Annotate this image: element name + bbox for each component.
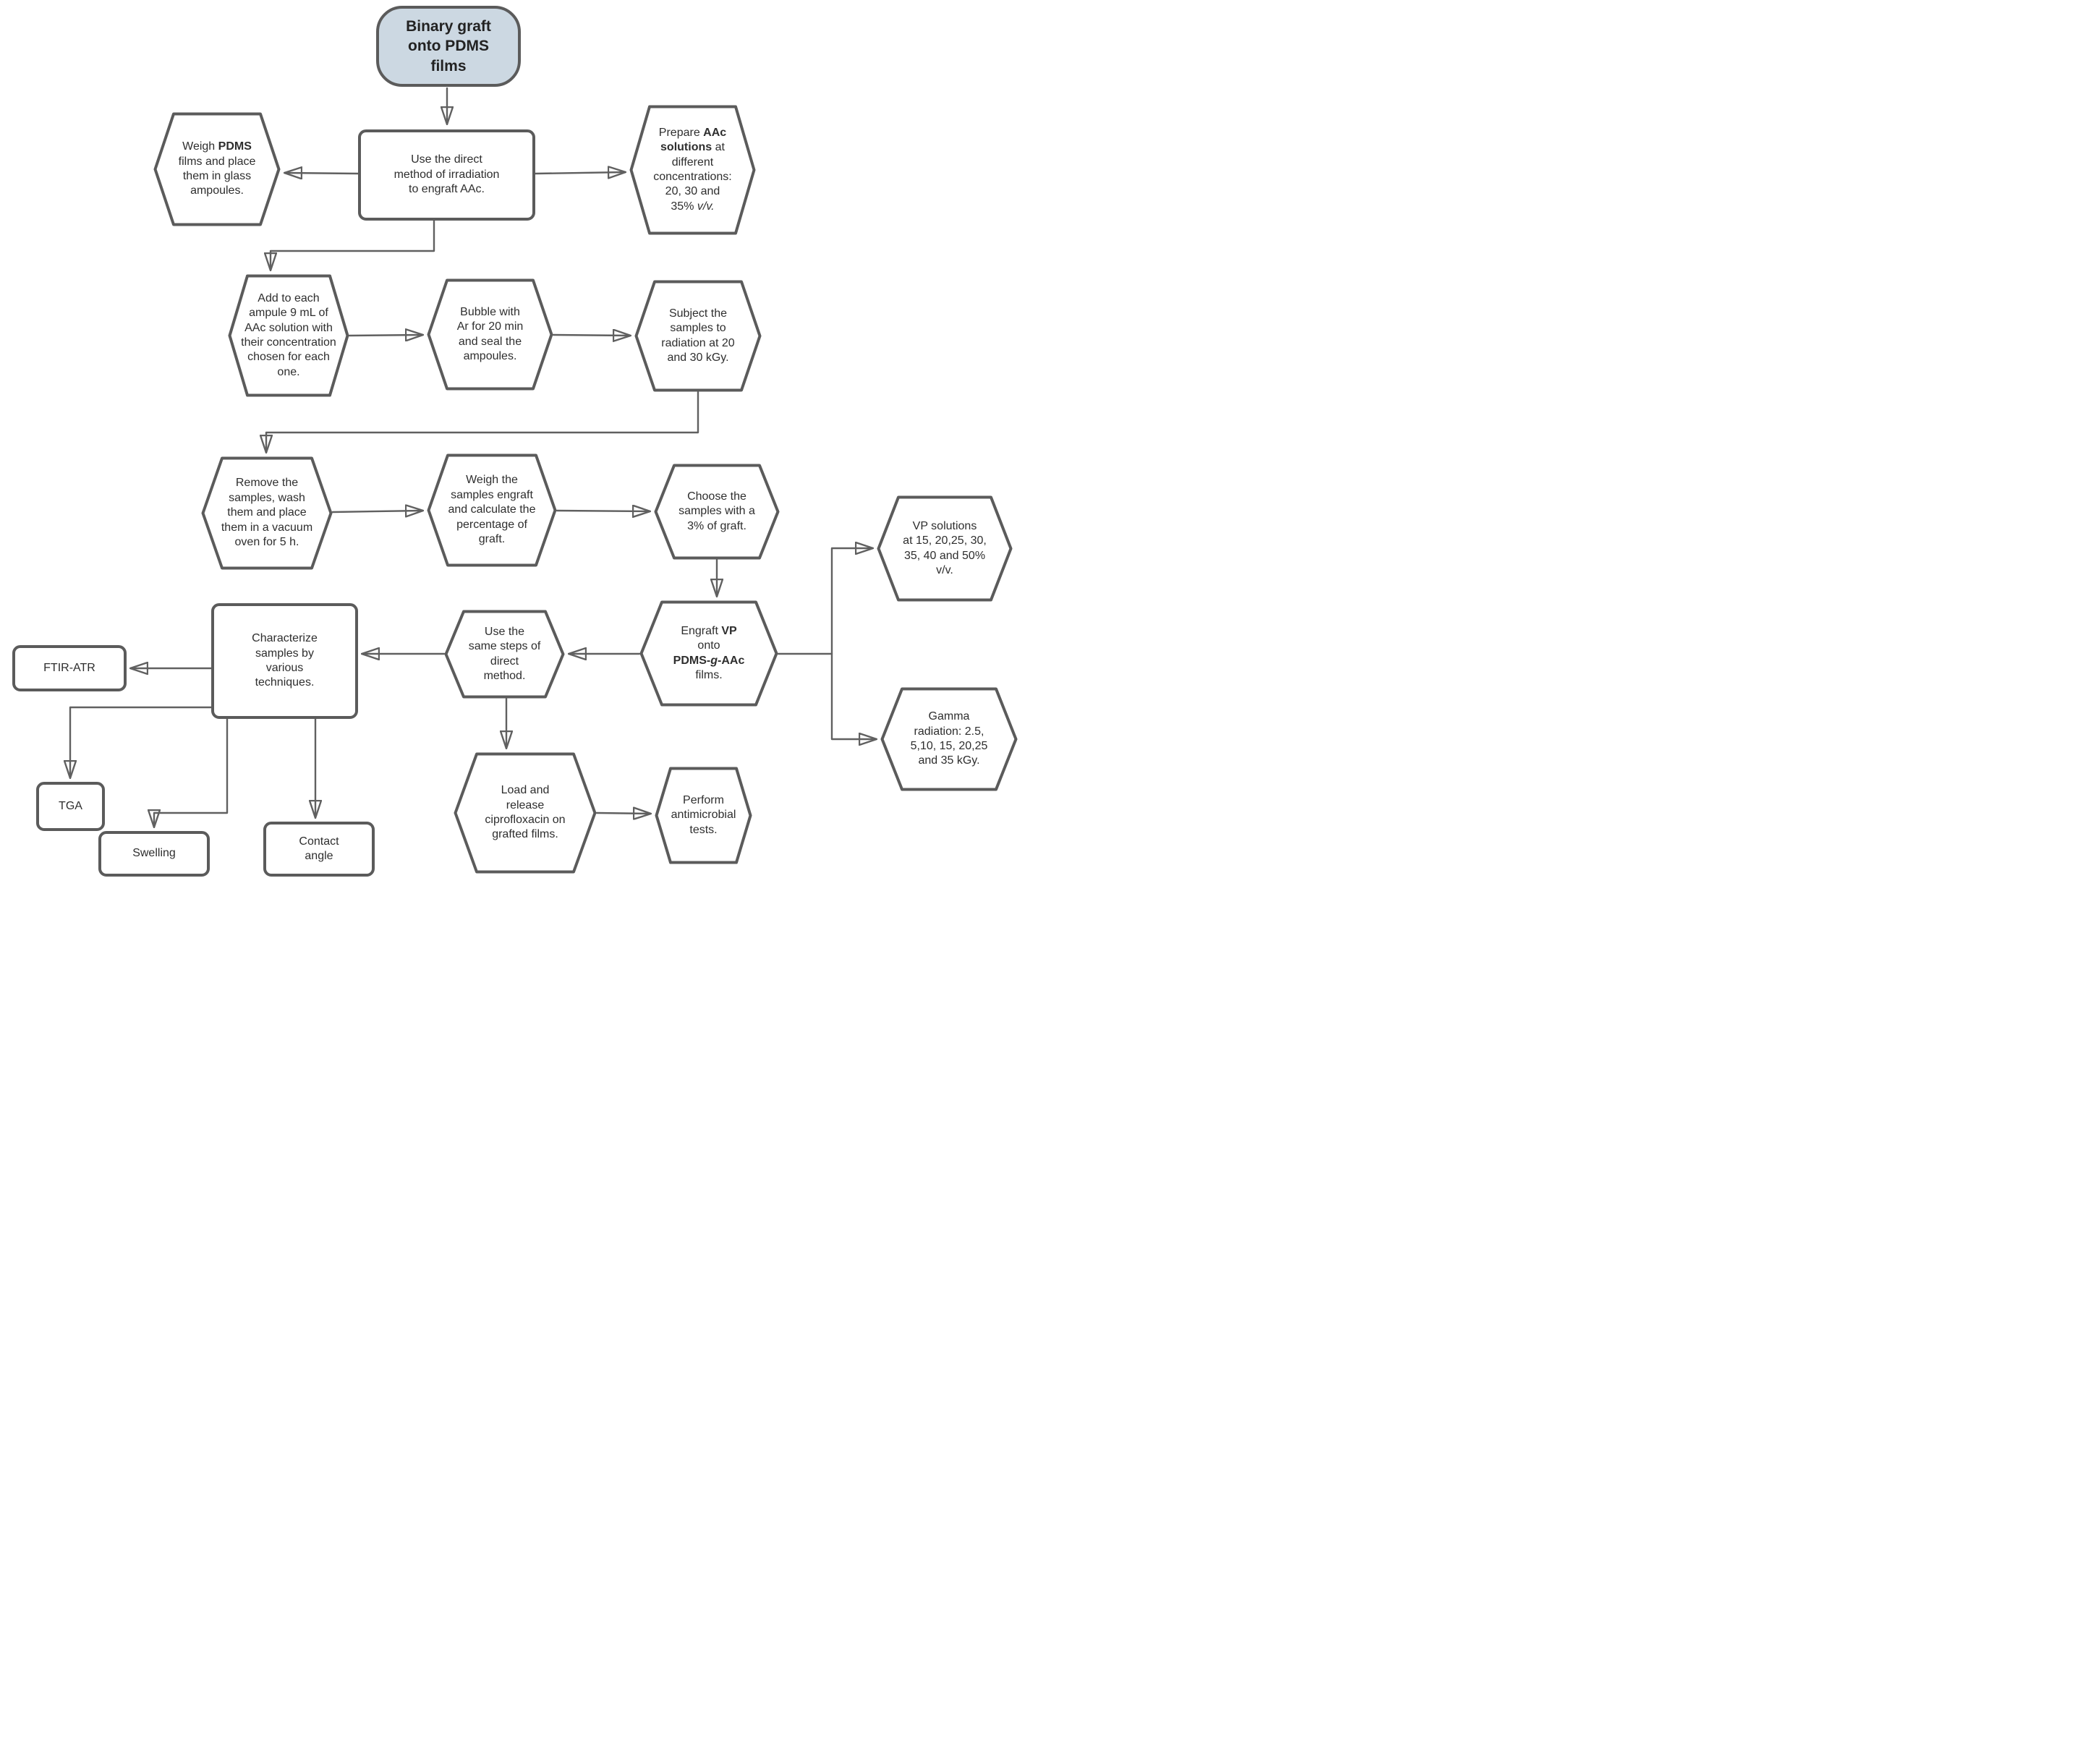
node-load-release-ciprofloxacin: Load and release ciprofloxacin on grafte… [454, 752, 597, 874]
hexagon-outline [639, 600, 778, 707]
hexagon-outline [444, 610, 565, 699]
connector-engraft-to-vp-solutions [777, 548, 872, 655]
hexagon-outline [228, 274, 349, 397]
node-label: Perform antimicrobial tests. [671, 793, 736, 836]
connector-characterize-to-swelling [154, 717, 229, 827]
node-label: Remove the samples, wash them and place … [221, 477, 313, 549]
connector-branch-to-gamma [830, 652, 876, 739]
node-label: TGA [59, 799, 82, 812]
node-same-steps-direct-method: Use the same steps of direct method. [444, 610, 565, 699]
flowchart-canvas: Binary graft onto PDMS films Weigh PDMS … [0, 0, 1038, 882]
node-label: Use the direct method of irradiation to … [393, 153, 500, 196]
hexagon-outline [634, 280, 762, 392]
hexagon-outline [877, 495, 1013, 602]
hexagon-outline [454, 752, 597, 874]
node-label: Engraft VP onto PDMS-g-AAc films. [673, 624, 745, 681]
connector-characterize-to-tga [70, 706, 213, 777]
node-tga: TGA [36, 782, 105, 831]
hexagon-outline [880, 687, 1018, 791]
connector-direct-to-prepare [534, 172, 625, 174]
node-label: Characterize samples by various techniqu… [252, 632, 318, 689]
hexagon-outline [153, 112, 281, 226]
node-subject-radiation: Subject the samples to radiation at 20 a… [634, 280, 762, 392]
node-remove-wash-samples: Remove the samples, wash them and place … [201, 456, 333, 570]
node-label: FTIR-ATR [43, 661, 95, 674]
hexagon-outline [629, 105, 756, 235]
node-label: Use the same steps of direct method. [468, 625, 541, 682]
node-engraft-vp: Engraft VP onto PDMS-g-AAc films. [639, 600, 778, 707]
connector-direct-to-weigh [285, 173, 360, 174]
node-label: Load and release ciprofloxacin on grafte… [485, 784, 566, 841]
node-prepare-aac-solutions: Prepare AAc solutions at different conce… [629, 105, 756, 235]
node-label: Weigh the samples engraft and calculate … [448, 474, 536, 546]
node-weigh-pdms-films: Weigh PDMS films and place them in glass… [153, 112, 281, 226]
node-label: Bubble with Ar for 20 min and seal the a… [456, 305, 524, 362]
start-node-binary-graft: Binary graft onto PDMS films [376, 6, 521, 87]
node-label: Contact angle [299, 835, 339, 862]
connector-load-to-perform [595, 813, 650, 814]
connector-subject-to-remove [266, 391, 699, 452]
node-swelling: Swelling [98, 831, 210, 877]
connector-bubble-to-subject [552, 335, 630, 336]
node-weigh-engrafted-samples: Weigh the samples engraft and calculate … [427, 453, 557, 567]
node-label: Weigh PDMS films and place them in glass… [178, 140, 256, 197]
node-perform-antimicrobial-tests: Perform antimicrobial tests. [655, 767, 752, 864]
node-label: Add to each ampule 9 mL of AAc solution … [241, 291, 336, 378]
node-vp-solutions: VP solutions at 15, 20,25, 30, 35, 40 an… [877, 495, 1013, 602]
node-label: Subject the samples to radiation at 20 a… [661, 307, 735, 364]
connector-remove-to-weigh-samples [331, 511, 422, 512]
hexagon-outline [427, 453, 557, 567]
node-characterize-samples: Characterize samples by various techniqu… [211, 603, 358, 719]
hexagon-outline [655, 767, 752, 864]
node-direct-method: Use the direct method of irradiation to … [358, 129, 535, 221]
node-label: Gamma radiation: 2.5, 5,10, 15, 20,25 an… [910, 710, 988, 767]
hexagon-outline [654, 464, 780, 560]
node-label: VP solutions at 15, 20,25, 30, 35, 40 an… [903, 519, 987, 576]
node-label: Swelling [132, 847, 176, 860]
node-label: Choose the samples with a 3% of graft. [678, 490, 755, 532]
node-bubble-argon: Bubble with Ar for 20 min and seal the a… [427, 278, 553, 391]
node-label: Prepare AAc solutions at different conce… [653, 126, 732, 213]
connector-layer [0, 87, 1038, 882]
node-add-aac-to-ampule: Add to each ampule 9 mL of AAc solution … [228, 274, 349, 397]
node-gamma-radiation: Gamma radiation: 2.5, 5,10, 15, 20,25 an… [880, 687, 1018, 791]
hexagon-outline [201, 456, 333, 570]
node-contact-angle: Contact angle [263, 822, 375, 877]
connector-add-to-bubble [348, 335, 422, 336]
node-ftir-atr: FTIR-ATR [12, 645, 127, 691]
hexagon-outline [427, 278, 553, 391]
node-choose-samples: Choose the samples with a 3% of graft. [654, 464, 780, 560]
start-node-label: Binary graft onto PDMS films [406, 18, 491, 74]
connector-direct-to-add [271, 219, 435, 270]
